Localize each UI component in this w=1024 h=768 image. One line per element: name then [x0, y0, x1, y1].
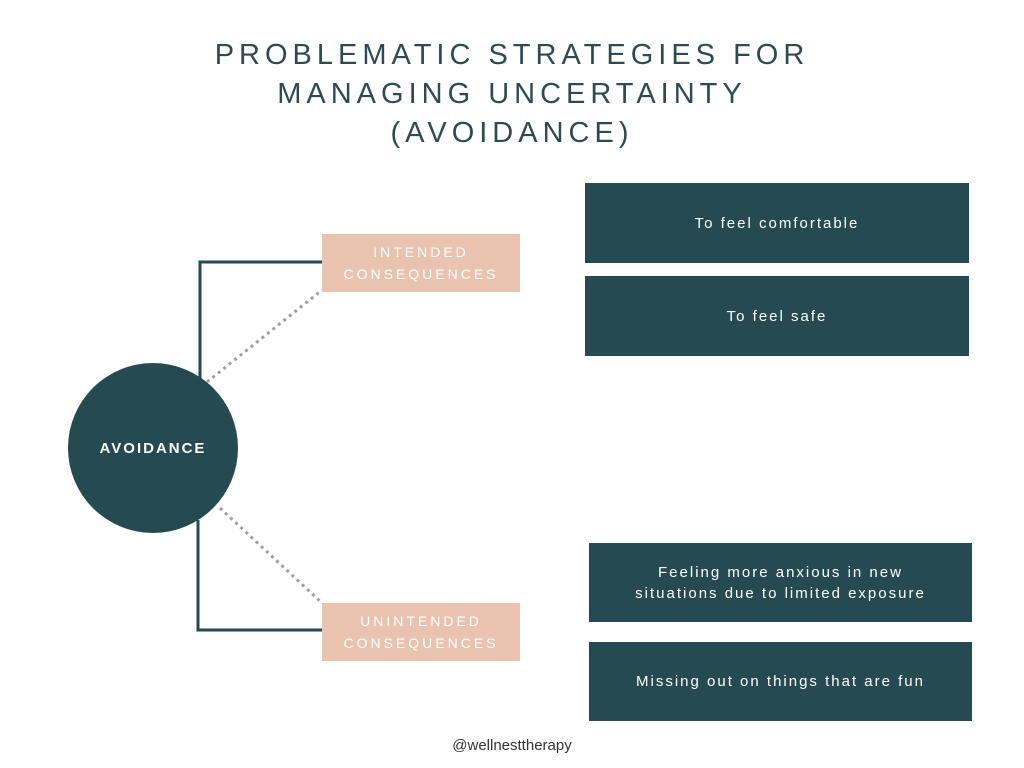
- page-title: PROBLEMATIC STRATEGIES FOR MANAGING UNCE…: [0, 36, 1024, 153]
- intended-label-line-2: CONSEQUENCES: [343, 266, 499, 282]
- unintended-item-missing-out-text: Missing out on things that are fun: [636, 673, 925, 690]
- unintended-item-anxious-line-1: Feeling more anxious in new: [658, 563, 903, 581]
- unintended-label-line-2: CONSEQUENCES: [343, 635, 499, 651]
- title-line-2: MANAGING UNCERTAINTY: [277, 78, 747, 110]
- unintended-item-anxious-line-2: situations due to limited exposure: [635, 584, 926, 602]
- dotted-line-unintended: [218, 506, 324, 605]
- intended-label-line-1: INTENDED: [373, 244, 469, 260]
- unintended-item-missing-out: Missing out on things that are fun: [589, 642, 972, 721]
- unintended-item-anxious-text: Feeling more anxious in new situations d…: [635, 562, 926, 604]
- avoidance-circle: AVOIDANCE: [68, 363, 238, 533]
- intended-item-comfortable: To feel comfortable: [585, 183, 969, 263]
- avoidance-label: AVOIDANCE: [99, 439, 207, 457]
- intended-item-comfortable-text: To feel comfortable: [694, 214, 860, 232]
- title-line-1: PROBLEMATIC STRATEGIES FOR: [214, 39, 810, 71]
- intended-item-safe-text: To feel safe: [726, 307, 828, 325]
- unintended-consequences-box: UNINTENDED CONSEQUENCES: [322, 603, 520, 661]
- unintended-item-anxious: Feeling more anxious in new situations d…: [589, 543, 972, 622]
- intended-consequences-box: INTENDED CONSEQUENCES: [322, 234, 520, 292]
- footer-handle: @wellnesttherapy: [452, 737, 572, 754]
- intended-item-safe: To feel safe: [585, 276, 969, 356]
- bracket-line-unintended: [196, 520, 322, 632]
- title-line-3: (AVOIDANCE): [390, 117, 634, 149]
- dotted-line-intended: [206, 288, 323, 384]
- unintended-label-line-1: UNINTENDED: [360, 613, 482, 629]
- bracket-line-intended: [198, 260, 322, 378]
